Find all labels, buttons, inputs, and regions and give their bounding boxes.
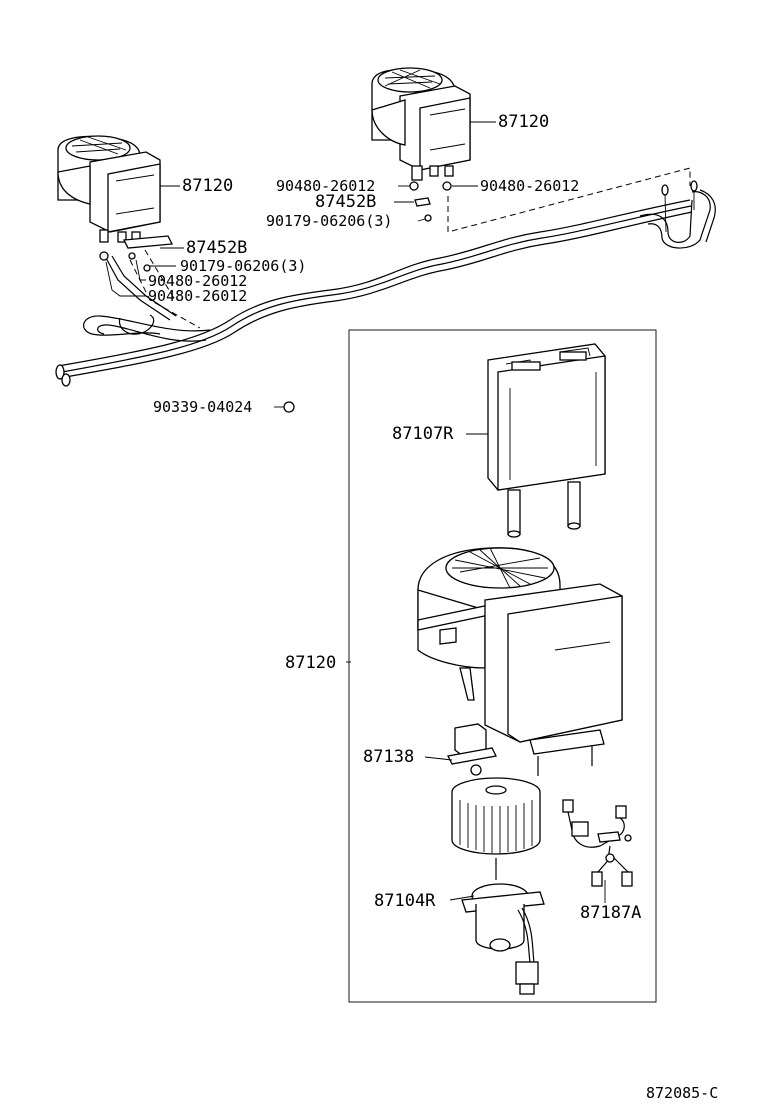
heater-pipes bbox=[55, 180, 716, 387]
grommet-icon bbox=[283, 401, 295, 413]
leader-lines bbox=[105, 121, 606, 903]
label-90480-26012-right: 90480-26012 bbox=[480, 177, 579, 195]
heater-core bbox=[487, 343, 606, 538]
label-90480-26012-top-left: 90480-26012 bbox=[276, 177, 375, 195]
part-labels: 87120 90480-26012 90480-26012 87452B 901… bbox=[148, 112, 718, 1102]
label-90339-04024: 90339-04024 bbox=[153, 398, 252, 416]
label-87120-top: 87120 bbox=[498, 112, 549, 132]
resistor bbox=[447, 723, 497, 776]
label-87138: 87138 bbox=[363, 747, 414, 767]
blower-motor bbox=[461, 858, 545, 995]
blower-fan bbox=[451, 777, 541, 855]
heater-unit-top bbox=[371, 67, 471, 181]
heater-unit-left bbox=[57, 135, 174, 249]
label-87107r: 87107R bbox=[392, 424, 454, 444]
assembly-frame bbox=[348, 329, 657, 1003]
label-90179-06206-top: 90179-06206(3) bbox=[266, 212, 392, 230]
label-87452b-left: 87452B bbox=[186, 238, 247, 258]
dashed-leader-lines bbox=[129, 167, 691, 329]
wire-harness bbox=[562, 799, 633, 887]
label-90480-26012-left-1: 90480-26012 bbox=[148, 272, 247, 290]
blower-case bbox=[417, 547, 623, 776]
label-87452b-top: 87452B bbox=[315, 192, 376, 212]
label-90179-06206-left: 90179-06206(3) bbox=[180, 257, 306, 275]
label-87120-blower: 87120 bbox=[285, 653, 336, 673]
diagram-code: 872085-C bbox=[646, 1084, 718, 1102]
fasteners bbox=[99, 181, 452, 413]
label-87120-left: 87120 bbox=[182, 176, 233, 196]
label-87187a: 87187A bbox=[580, 903, 641, 923]
label-90480-26012-left-2: 90480-26012 bbox=[148, 287, 247, 305]
label-87104r: 87104R bbox=[374, 891, 436, 911]
